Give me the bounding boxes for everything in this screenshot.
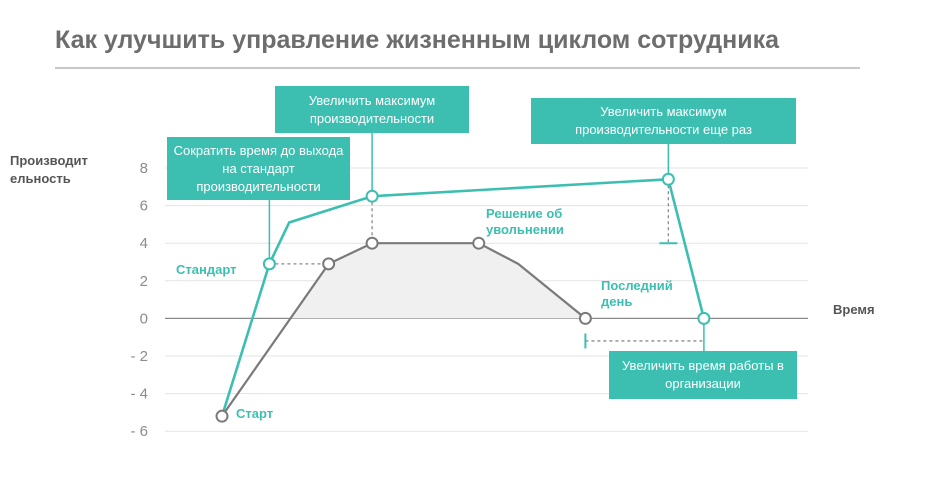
y-axis-label: Производит ельность: [10, 153, 88, 186]
series-point-current: [578, 311, 592, 325]
callout-increase-max: Увеличить максимум производительности: [275, 86, 469, 133]
series-point-improved: [262, 257, 276, 271]
series-point-current: [215, 409, 229, 423]
series-line-improved: [220, 177, 706, 417]
y-tick-label: 2: [140, 273, 148, 290]
label-dismissal-decision: Решение об увольнении: [486, 206, 564, 237]
x-axis-label: Время: [833, 302, 875, 317]
y-tick-label: - 6: [130, 423, 148, 440]
series-point-improved: [365, 189, 379, 203]
y-tick-label: 6: [140, 198, 148, 215]
y-tick-label: 0: [140, 310, 148, 327]
series-point-improved: [661, 172, 675, 186]
callout-shorten-time: Сократить время до выхода на стандарт пр…: [167, 137, 350, 200]
series-point-improved: [697, 311, 711, 325]
y-tick-label: 4: [140, 235, 148, 252]
series-point-current: [365, 236, 379, 250]
series-point-current: [472, 236, 486, 250]
area-current-series: [290, 243, 586, 319]
label-start: Старт: [236, 406, 274, 421]
title-divider: [55, 67, 860, 69]
series-line-current: [221, 242, 587, 417]
y-tick-label: 8: [140, 160, 148, 177]
y-tick-label: - 2: [130, 348, 148, 365]
callout-extend-tenure: Увеличить время работы в организации: [609, 351, 797, 399]
y-tick-label: - 4: [130, 386, 148, 403]
callout-increase-max-again: Увеличить максимум производительности ещ…: [531, 98, 796, 144]
label-standard: Стандарт: [176, 262, 237, 277]
series-point-current: [322, 257, 336, 271]
label-last-day: Последний день: [601, 278, 673, 309]
page-title: Как улучшить управление жизненным циклом…: [55, 26, 779, 54]
